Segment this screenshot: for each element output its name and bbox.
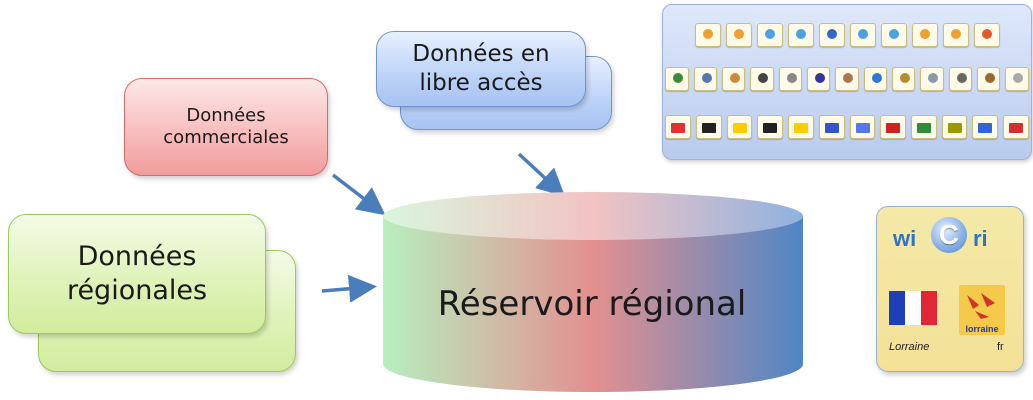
wicri-portal-icon <box>942 23 969 47</box>
arrow-commercial <box>331 173 386 216</box>
wicri-portal-icon <box>880 115 906 139</box>
wicri-portal-icon <box>818 115 845 139</box>
wicri-portal-icon <box>750 67 774 91</box>
open-data-box: Données en libre accès <box>376 31 586 107</box>
regional-data-box: Données régionales <box>8 214 266 334</box>
portal-emblem-icon <box>843 73 854 83</box>
wicri-wi-text: wi <box>893 226 917 251</box>
wicri-portal-icon <box>835 67 859 91</box>
portal-emblem-icon <box>730 73 741 83</box>
reservoir-cylinder <box>383 192 803 392</box>
flag-stripe-blue <box>889 291 905 325</box>
wicri-portal-icon <box>849 115 876 139</box>
wicri-portal-icon <box>880 23 907 47</box>
wicri-portal-icon <box>665 67 689 91</box>
portal-emblem-icon <box>916 123 931 133</box>
wicri-portal-icon <box>972 115 998 139</box>
wicri-portal-icon <box>694 23 721 47</box>
regional-data-label: Données régionales <box>66 241 208 306</box>
wicri-portal-icon <box>976 67 1001 91</box>
portal-emblem-icon <box>886 123 901 133</box>
wicri-portal-icon <box>863 67 887 91</box>
wicri-portal-icon <box>788 115 814 139</box>
flag-stripe-white <box>905 291 921 325</box>
wicri-portal-icon <box>725 23 752 47</box>
wicri-portal-icon <box>696 115 722 139</box>
lorraine-logo-text: lorraine <box>965 324 999 334</box>
portal-emblem-icon <box>857 29 868 39</box>
portal-emblem-icon <box>764 29 775 39</box>
portal-emblem-icon <box>786 73 797 83</box>
portal-emblem-icon <box>855 123 870 133</box>
portal-emblem-icon <box>899 73 910 83</box>
badge-region-label: Lorraine <box>889 341 930 353</box>
portal-emblem-icon <box>826 29 837 39</box>
portal-emblem-icon <box>701 73 712 83</box>
portal-emblem-icon <box>928 73 939 83</box>
flag-stripe-red <box>921 291 937 325</box>
portal-emblem-icon <box>871 73 882 83</box>
portal-emblem-icon <box>815 73 826 83</box>
wicri-portal-icon <box>891 67 916 91</box>
wicri-portal-icon <box>948 67 972 91</box>
portal-emblem-icon <box>947 123 962 133</box>
commercial-data-box: Données commerciales <box>124 78 328 176</box>
icon-row-wicri-countries <box>663 115 1031 139</box>
wicri-portal-icon <box>693 67 718 91</box>
french-flag-icon <box>889 291 937 325</box>
reservoir-label: Réservoir régional <box>437 284 747 324</box>
portal-emblem-icon <box>984 73 995 83</box>
lorraine-bird-icon <box>967 293 995 319</box>
portal-emblem-icon <box>1013 73 1024 83</box>
portal-emblem-icon <box>978 123 993 133</box>
wicri-portal-icon <box>910 115 937 139</box>
portal-emblem-icon <box>824 123 839 133</box>
portal-emblem-icon <box>919 29 930 39</box>
wicri-portal-icon <box>778 67 803 91</box>
portal-emblem-icon <box>888 29 899 39</box>
portal-emblem-icon <box>673 73 684 83</box>
portal-emblem-icon <box>794 123 809 133</box>
wicri-portal-icon <box>787 23 814 47</box>
portal-emblem-icon <box>702 29 713 39</box>
wicri-portal-icon <box>1002 115 1029 139</box>
portal-emblem-icon <box>763 123 778 133</box>
wicri-portal-icon <box>726 115 753 139</box>
wicri-portal-icon <box>941 115 968 139</box>
wicri-lorraine-badge: wi C ri lorraine Lorraine fr <box>876 206 1024 372</box>
portal-emblem-icon <box>702 123 717 133</box>
wicri-portal-icon <box>973 23 1000 47</box>
arrow-open <box>517 152 566 197</box>
arrow-regional <box>321 274 377 303</box>
portal-emblem-icon <box>981 29 992 39</box>
wicri-portal-icon <box>1005 67 1029 91</box>
portal-emblem-icon <box>732 123 747 133</box>
wicri-portal-icon <box>807 67 831 91</box>
wicri-portal-icon <box>757 115 784 139</box>
portal-emblem-icon <box>671 123 686 133</box>
portal-emblem-icon <box>795 29 806 39</box>
portal-emblem-icon <box>758 73 769 83</box>
wicri-portal-icon <box>911 23 938 47</box>
wicri-ri-text: ri <box>973 226 988 251</box>
wicri-portal-icon <box>818 23 845 47</box>
commercial-data-label: Données commerciales <box>163 104 289 149</box>
portal-emblem-icon <box>1008 123 1023 133</box>
portal-emblem-icon <box>956 73 967 83</box>
icon-row-wicri-themes <box>663 23 1031 47</box>
wicri-portal-icon <box>756 23 783 47</box>
wicri-portal-icon <box>849 23 876 47</box>
badge-lang-label: fr <box>997 341 1004 353</box>
wicri-portal-icon <box>665 115 692 139</box>
wicri-portal-icon <box>920 67 944 91</box>
open-data-label: Données en libre accès <box>412 41 550 96</box>
portal-emblem-icon <box>733 29 744 39</box>
wicri-icons-panel <box>662 4 1032 160</box>
icon-row-wicri-topics <box>663 67 1031 91</box>
wicri-c-icon: C <box>931 217 967 253</box>
lorraine-region-logo-icon: lorraine <box>959 285 1005 335</box>
wicri-portal-icon <box>722 67 746 91</box>
portal-emblem-icon <box>950 29 961 39</box>
